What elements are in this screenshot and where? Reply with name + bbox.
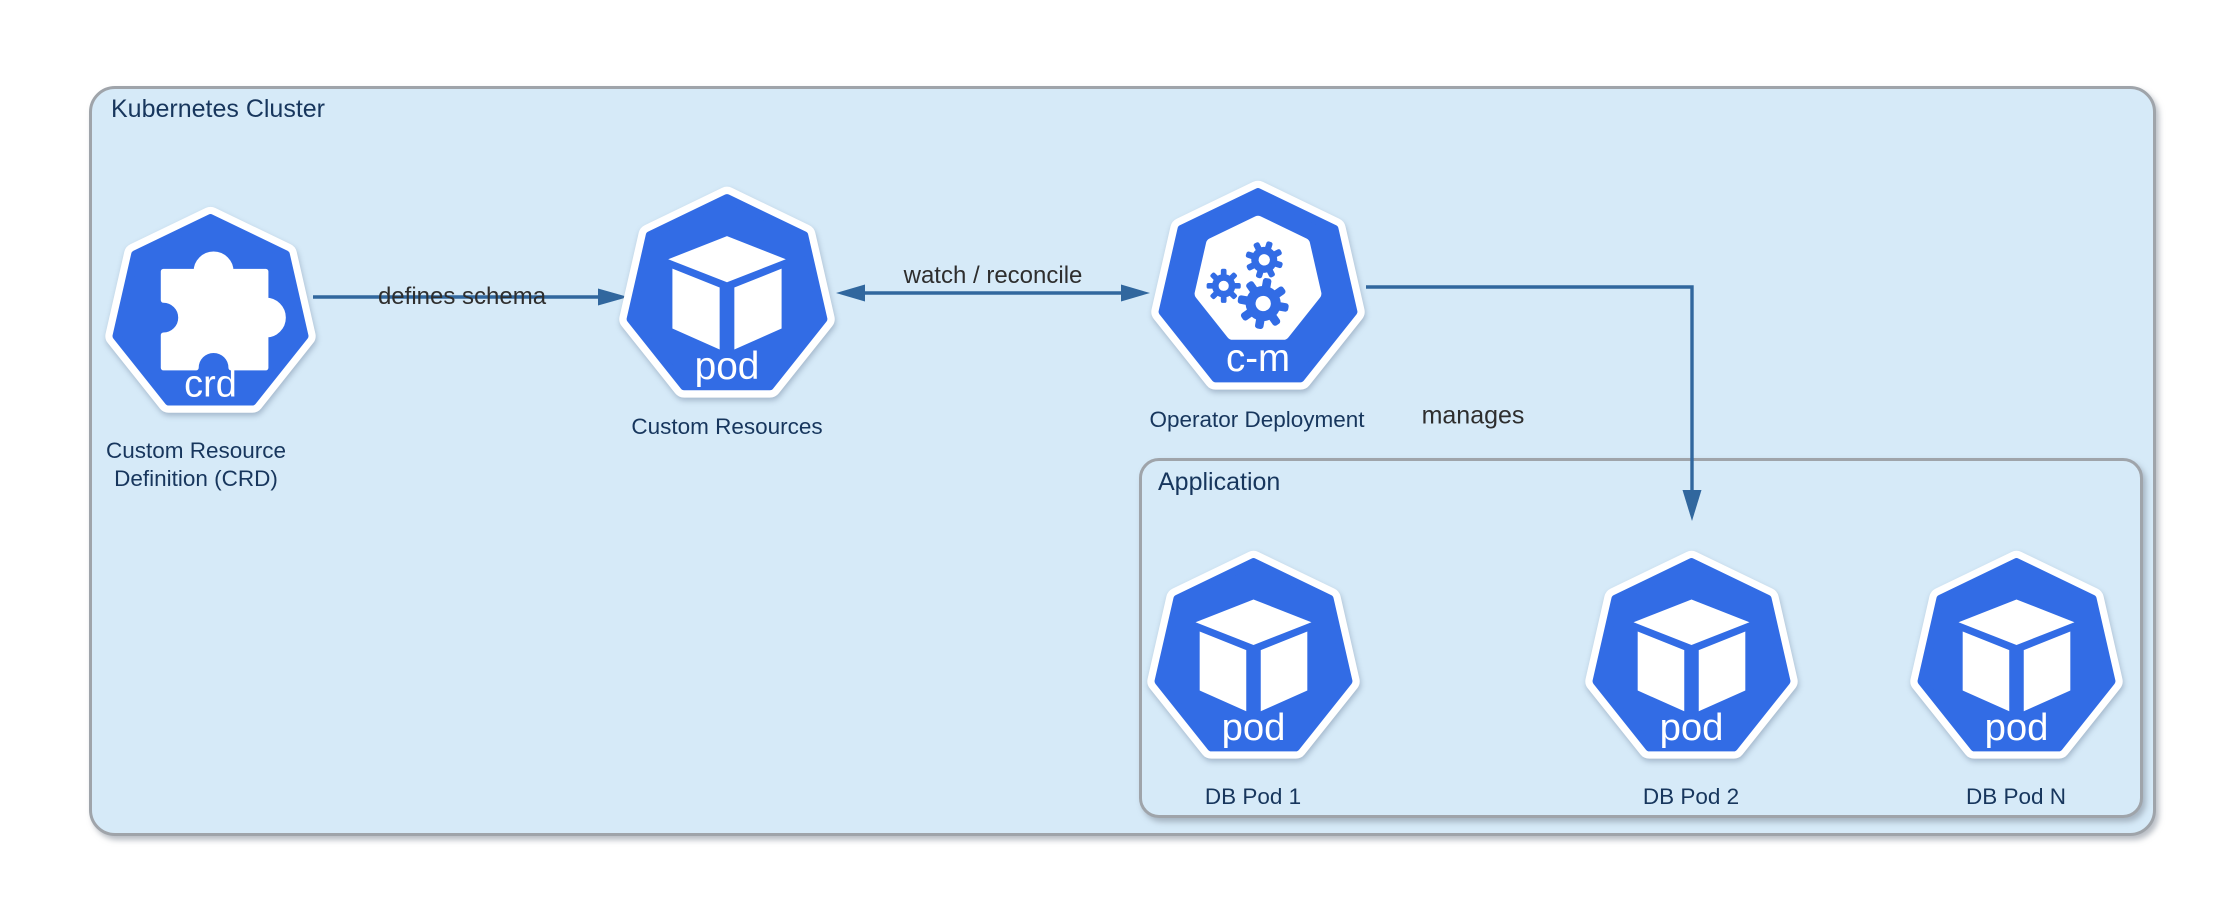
node-label-db-pod-n: DB Pod N [1965,784,2067,809]
svg-text:pod: pod [1660,706,1724,749]
node-label-db-pod-1: DB Pod 1 [1204,784,1302,809]
node-label-custom-resources: Custom Resources [631,414,823,439]
cluster-title: Kubernetes Cluster [111,95,326,123]
edge-label-defines-schema: defines schema [377,283,547,310]
node-label-crd: Custom Resource Definition (CRD) [105,438,287,491]
controller-manager-icon: c-m [1154,186,1362,394]
svg-text:crd: crd [184,364,237,406]
crd-icon: crd [108,212,313,417]
node-label-db-pod-2: DB Pod 2 [1642,784,1740,809]
application-title: Application [1158,468,1281,496]
svg-text:c-m: c-m [1226,337,1290,380]
pod-icon: pod [1150,556,1357,763]
pod-icon: pod [622,192,832,402]
svg-text:pod: pod [1985,706,2049,749]
svg-text:pod: pod [1222,706,1286,749]
edge-label-manages: manages [1421,401,1525,430]
svg-text:pod: pod [695,345,760,388]
pod-icon: pod [1588,556,1795,763]
node-label-operator: Operator Deployment [1149,407,1365,432]
pod-icon: pod [1913,556,2120,763]
puzzle-piece-icon [160,251,286,371]
edge-label-watch-reconcile: watch / reconcile [903,262,1083,289]
